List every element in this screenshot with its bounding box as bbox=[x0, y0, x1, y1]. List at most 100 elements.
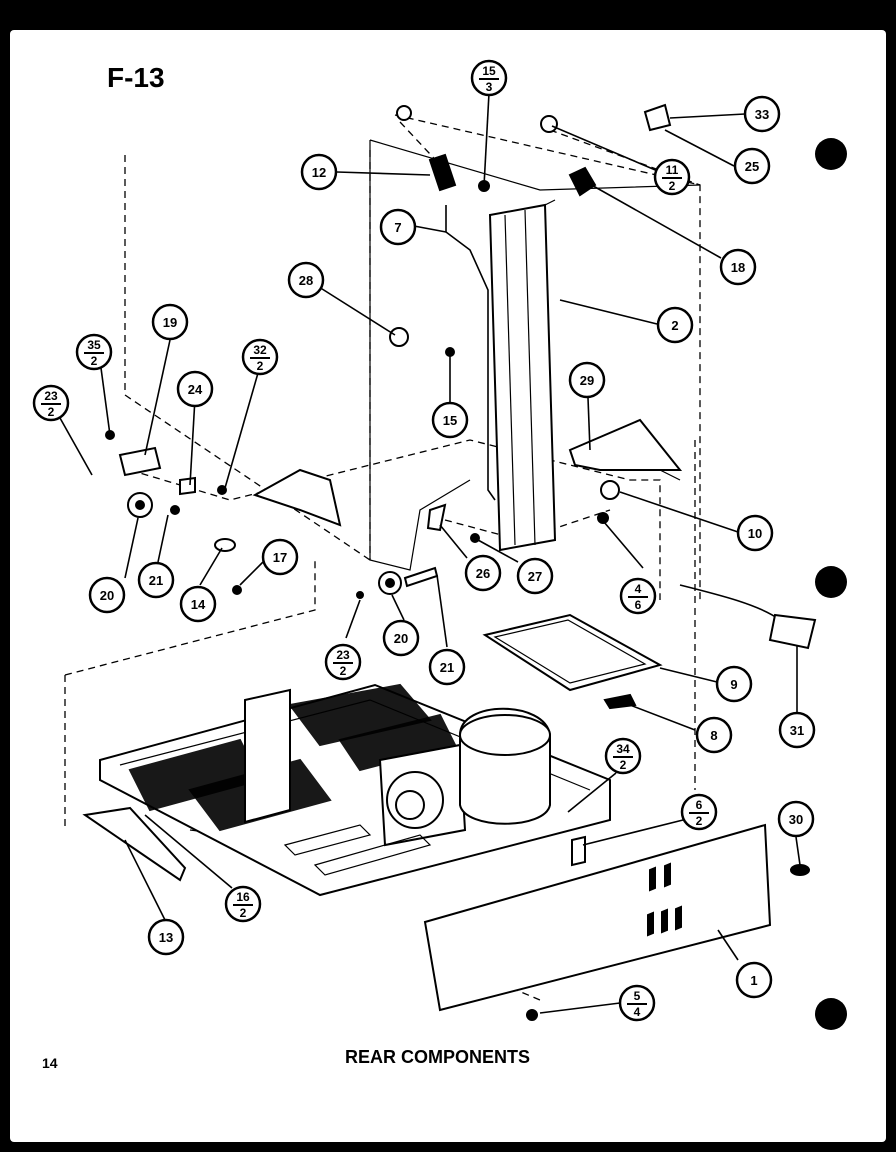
callout-quantity: 4 bbox=[634, 1005, 641, 1019]
callout-quantity: 2 bbox=[696, 814, 703, 828]
callout-c18: 18 bbox=[719, 248, 757, 286]
callout-number: 19 bbox=[163, 315, 177, 330]
base-assembly bbox=[99, 683, 611, 897]
callout-number: 23 bbox=[336, 648, 350, 662]
callout-number: 31 bbox=[790, 723, 804, 738]
callout-c11: 112 bbox=[653, 158, 691, 196]
callout-number: 32 bbox=[253, 343, 267, 357]
callout-c24: 24 bbox=[176, 370, 214, 408]
callout-quantity: 2 bbox=[340, 664, 347, 678]
cover-plate-part bbox=[252, 468, 342, 527]
diagram-caption: REAR COMPONENTS bbox=[345, 1047, 531, 1067]
callout-c1: 1 bbox=[735, 961, 773, 999]
callout-c30: 30 bbox=[777, 800, 815, 838]
callout-c27: 27 bbox=[516, 557, 554, 595]
callout-number: 10 bbox=[748, 526, 762, 541]
callout-circle bbox=[733, 147, 771, 185]
callout-number: 1 bbox=[750, 973, 757, 988]
callout-circle bbox=[176, 370, 214, 408]
callout-number: 21 bbox=[440, 660, 454, 675]
callout-circle bbox=[715, 665, 753, 703]
callout-number: 29 bbox=[580, 373, 594, 388]
callout-circle bbox=[300, 153, 338, 191]
callout-c12: 12 bbox=[300, 153, 338, 191]
callout-number: 15 bbox=[443, 413, 457, 428]
callout-c8: 8 bbox=[695, 716, 733, 754]
page-number: 14 bbox=[42, 1055, 58, 1071]
callout-number: 25 bbox=[745, 159, 759, 174]
callout-number: 2 bbox=[671, 318, 678, 333]
callout-circle bbox=[464, 554, 502, 592]
callout-c28: 28 bbox=[287, 261, 325, 299]
callout-quantity: 6 bbox=[635, 598, 642, 612]
callout-number: 20 bbox=[394, 631, 408, 646]
callout-number: 17 bbox=[273, 550, 287, 565]
callout-c19: 19 bbox=[151, 303, 189, 341]
callout-c34: 342 bbox=[604, 737, 642, 775]
callout-quantity: 2 bbox=[48, 405, 55, 419]
callout-circle bbox=[261, 538, 299, 576]
callout-circle bbox=[88, 576, 126, 614]
callout-c26: 26 bbox=[464, 554, 502, 592]
callout-number: 24 bbox=[188, 382, 203, 397]
callout-c15b: 15 bbox=[431, 401, 469, 439]
callout-c33: 33 bbox=[743, 95, 781, 133]
callout-quantity: 3 bbox=[486, 80, 493, 94]
callout-c23b: 232 bbox=[324, 643, 362, 681]
tube-part bbox=[445, 205, 496, 501]
callout-circle bbox=[382, 619, 420, 657]
callout-c14: 14 bbox=[179, 585, 217, 623]
callout-number: 16 bbox=[236, 890, 250, 904]
figure-label: F-13 bbox=[107, 62, 165, 93]
bracket-part bbox=[568, 418, 683, 471]
callout-c29: 29 bbox=[568, 361, 606, 399]
callout-circle bbox=[151, 303, 189, 341]
callout-c20a: 20 bbox=[88, 576, 126, 614]
callout-number: 26 bbox=[476, 566, 490, 581]
callout-quantity: 2 bbox=[91, 354, 98, 368]
callout-c31: 31 bbox=[778, 711, 816, 749]
callout-c23a: 232 bbox=[32, 384, 70, 422]
callout-number: 6 bbox=[696, 798, 703, 812]
callout-circle bbox=[431, 401, 469, 439]
binder-hole-bottom bbox=[815, 998, 847, 1030]
leader-lines bbox=[59, 92, 801, 1014]
callout-quantity: 2 bbox=[669, 179, 676, 193]
callout-circle bbox=[743, 95, 781, 133]
callout-number: 33 bbox=[755, 107, 769, 122]
callout-c6: 62 bbox=[680, 793, 718, 831]
callout-circle bbox=[656, 306, 694, 344]
drain-pan-part bbox=[482, 613, 663, 692]
callout-circle bbox=[379, 208, 417, 246]
callout-number: 14 bbox=[191, 597, 206, 612]
callout-c9: 9 bbox=[715, 665, 753, 703]
callout-c35: 352 bbox=[75, 333, 113, 371]
callout-bubbles: 1215333112251872821935232224232152910202… bbox=[32, 59, 816, 1022]
callout-number: 12 bbox=[312, 165, 326, 180]
callout-circle bbox=[428, 648, 466, 686]
callout-c13: 13 bbox=[147, 918, 185, 956]
callout-c21b: 21 bbox=[428, 648, 466, 686]
callout-number: 4 bbox=[635, 582, 642, 596]
callout-number: 27 bbox=[528, 569, 542, 584]
callout-c10: 10 bbox=[736, 514, 774, 552]
callout-number: 28 bbox=[299, 273, 313, 288]
callout-number: 5 bbox=[634, 989, 641, 1003]
callout-circle bbox=[516, 557, 554, 595]
callout-c21a: 21 bbox=[137, 561, 175, 599]
callout-c32: 322 bbox=[241, 338, 279, 376]
callout-c15a: 153 bbox=[470, 59, 508, 97]
callout-circle bbox=[736, 514, 774, 552]
callout-number: 13 bbox=[159, 930, 173, 945]
callout-c25: 25 bbox=[733, 147, 771, 185]
callout-number: 18 bbox=[731, 260, 745, 275]
callout-c20b: 20 bbox=[382, 619, 420, 657]
callout-number: 7 bbox=[394, 220, 401, 235]
callout-circle bbox=[777, 800, 815, 838]
callout-number: 35 bbox=[87, 338, 101, 352]
callout-quantity: 2 bbox=[620, 758, 627, 772]
callout-c16: 162 bbox=[224, 885, 262, 923]
callout-number: 21 bbox=[149, 573, 163, 588]
callout-circle bbox=[568, 361, 606, 399]
